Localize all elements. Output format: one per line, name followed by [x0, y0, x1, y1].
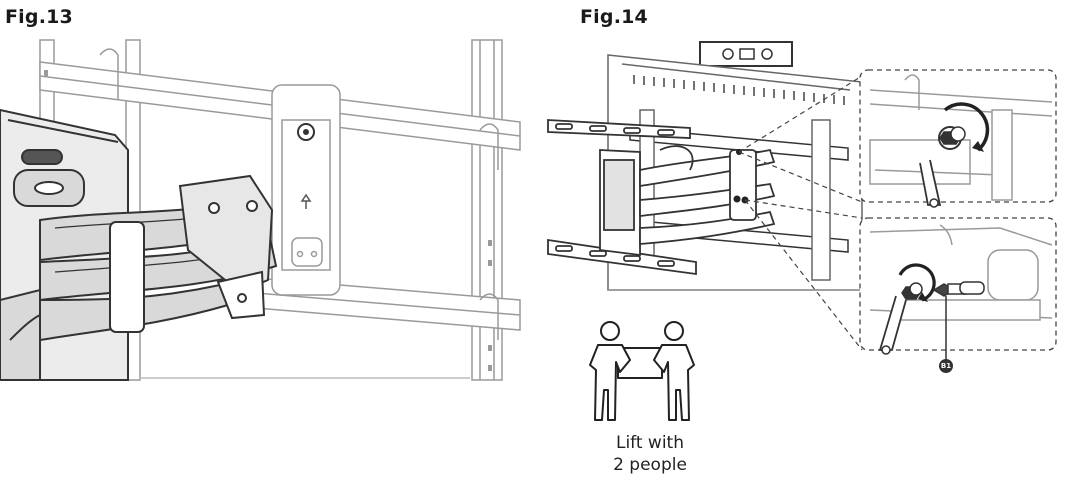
- wall-plate: [271, 84, 341, 296]
- spirit-level-icon: [699, 41, 793, 67]
- detail-callout-top: [859, 69, 1057, 208]
- detail-callout-bottom: [859, 217, 1057, 362]
- fig14-illustration: [547, 41, 1057, 362]
- b1-label: B1: [940, 362, 952, 370]
- lift-caption: Lift with 2 people: [560, 432, 740, 476]
- fig13-label: Fig.13: [5, 6, 73, 28]
- two-people-lifting-icon: [589, 321, 695, 421]
- callout-leader-lines: [738, 75, 863, 351]
- rotate-clockwise-icon: [943, 102, 990, 152]
- rotate-clockwise-icon-2: [898, 263, 936, 302]
- tv-bracket: [547, 119, 776, 276]
- fig13-illustration: [0, 39, 521, 381]
- lift-caption-line2: 2 people: [613, 455, 687, 475]
- part-b1-badge: [939, 359, 953, 373]
- fig14-label: Fig.14: [580, 6, 648, 28]
- articulating-arm: [0, 108, 278, 381]
- lift-caption-line1: Lift with: [615, 433, 685, 453]
